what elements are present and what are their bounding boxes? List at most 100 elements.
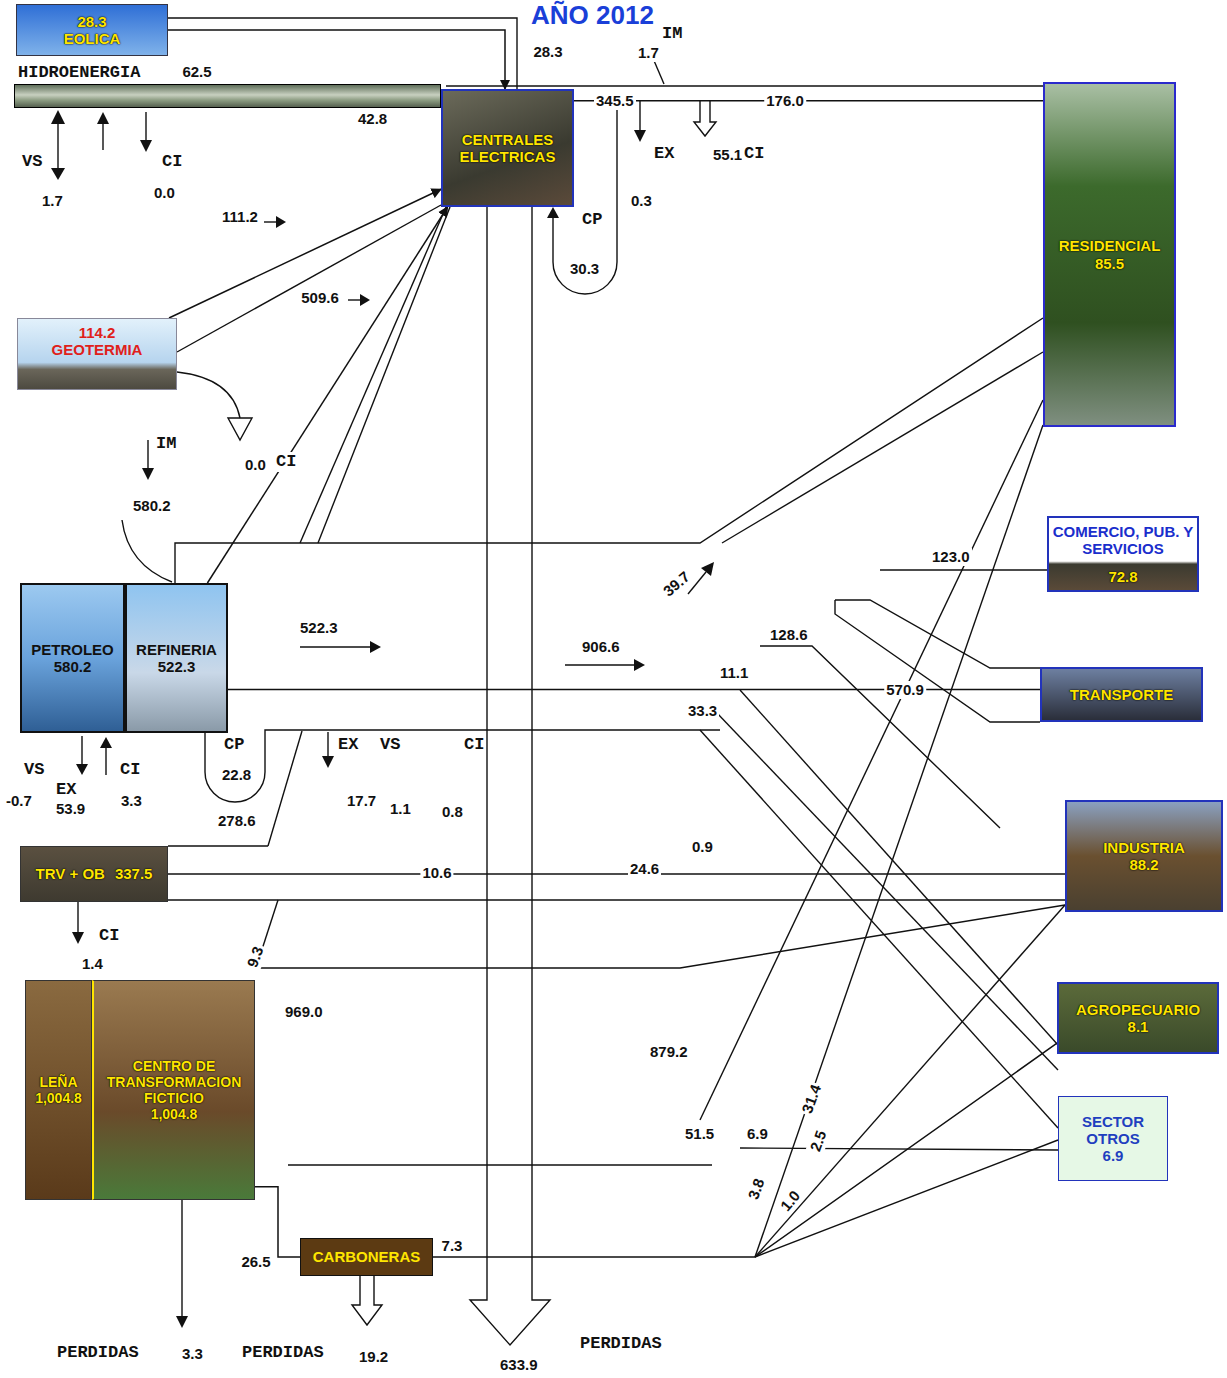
flow-line <box>145 112 146 142</box>
node-text: 522.3 <box>130 658 223 675</box>
flow-code: CI <box>462 735 486 755</box>
flow-connector <box>433 1043 1057 1257</box>
callout-number: 6.9 <box>745 1125 770 1143</box>
flow-line <box>81 736 82 766</box>
callout-number: 906.6 <box>580 638 622 656</box>
callout-number: 522.3 <box>298 619 340 637</box>
callout-number: 31.4 <box>797 1080 825 1117</box>
flow-line <box>446 85 1043 86</box>
callout-number: 33.3 <box>686 702 719 720</box>
flow-connector <box>574 100 1043 102</box>
node-text: CENTRALES ELECTRICAS <box>446 131 569 166</box>
node-text: 72.8 <box>1052 568 1194 585</box>
callout-number: 55.1 <box>711 146 744 164</box>
flow-line <box>181 1200 182 1318</box>
flow-line <box>327 732 328 758</box>
flow-line <box>102 122 103 150</box>
flow-value: 111.2 <box>220 208 260 226</box>
flow-connector <box>207 207 447 583</box>
flow-line <box>470 207 550 1345</box>
flow-line <box>352 1276 382 1325</box>
callout-number: 1.7 <box>40 192 65 210</box>
node-text: HIDROENERGIA <box>18 63 140 83</box>
arrow-head <box>76 764 88 775</box>
sector-box: INDUSTRIA88.2 <box>1065 800 1223 912</box>
flow-line <box>565 664 636 665</box>
callout-number: 0.0 <box>243 456 268 474</box>
flow-code: CI <box>742 144 766 164</box>
flow-line <box>716 712 1058 1070</box>
callout-number: 24.6 <box>628 860 661 878</box>
flow-code: IM <box>154 434 178 454</box>
source-band: HIDROENERGIA 62.5 <box>14 62 441 110</box>
node-text: AGROPECUARIO <box>1062 1001 1214 1018</box>
flow-code: PERDIDAS <box>240 1343 326 1363</box>
flow-line <box>264 221 278 222</box>
arrow-head <box>276 216 286 228</box>
flow-line <box>755 1140 1058 1257</box>
flow-value: 509.6 <box>299 289 341 307</box>
flow-code: CI <box>118 760 142 780</box>
node-text: 88.2 <box>1070 856 1218 873</box>
node-text: 114.2 <box>21 324 173 341</box>
arrow-head <box>72 932 84 944</box>
flow-code: EX <box>652 144 676 164</box>
callout-number: 0.0 <box>152 184 177 202</box>
arrow-head <box>701 562 714 576</box>
flow-code: CI <box>160 152 184 172</box>
node-text: CARBONERAS <box>304 1248 429 1265</box>
flow-line <box>760 646 1000 828</box>
arrow-heads <box>51 110 714 1328</box>
node-text: RESIDENCIAL <box>1048 237 1171 254</box>
arrow-head <box>51 110 65 124</box>
flow-line <box>740 1148 1058 1150</box>
flow-code: CI <box>97 926 121 946</box>
flow-line <box>755 425 1043 1257</box>
flow-line <box>318 207 450 543</box>
flow-line <box>105 746 106 775</box>
flow-connector <box>169 189 441 318</box>
callout-number: 0.9 <box>690 838 715 856</box>
sector-box: TRANSPORTE <box>1040 667 1203 722</box>
callout-number: 11.1 <box>718 664 750 682</box>
source-box: 28.3EOLICA <box>16 4 168 56</box>
callout-number: 1.0 <box>776 1186 806 1217</box>
source-box: TRV + OB337.5 <box>20 846 168 902</box>
flow-code: EX <box>54 780 78 800</box>
arrow-head <box>142 468 154 480</box>
source-box: PETROLEO580.2 <box>20 583 125 733</box>
flow-line <box>639 101 640 132</box>
flow-value: 10.6 <box>420 864 453 882</box>
arrow-head <box>322 756 334 768</box>
flow-line <box>77 902 78 934</box>
node-text: 62.5 <box>182 62 211 82</box>
sector-box: RESIDENCIAL85.5 <box>1043 82 1176 427</box>
flow-line <box>722 352 1043 543</box>
flow-line <box>168 845 268 846</box>
callout-number: 633.9 <box>498 1356 540 1374</box>
callout-number: 1.7 <box>636 44 661 62</box>
callout-number: 123.0 <box>930 548 972 566</box>
flow-line <box>168 18 517 89</box>
callout-number: -0.7 <box>4 792 34 810</box>
flow-code: CP <box>580 210 604 230</box>
node-text: EOLICA <box>20 30 164 47</box>
callout-number: 879.2 <box>648 1043 690 1061</box>
callout-number: 1.4 <box>80 955 105 973</box>
plant-box: CENTRALES ELECTRICAS <box>441 89 574 207</box>
node-text: 337.5 <box>115 865 153 882</box>
callout-number: 3.3 <box>119 792 144 810</box>
callout-number: 39.7 <box>658 566 695 601</box>
source-box: LEÑA1,004.8 <box>25 980 92 1200</box>
flow-line <box>835 600 1040 668</box>
callout-number: 345.5 <box>594 92 636 110</box>
node-text: 6.9 <box>1062 1147 1164 1164</box>
flow-code: IM <box>660 24 684 44</box>
flow-line <box>228 418 252 440</box>
flow-code: VS <box>378 735 402 755</box>
flow-code: PERDIDAS <box>55 1343 141 1363</box>
flow-line <box>700 400 1043 1120</box>
flow-code: CP <box>222 735 246 755</box>
flow-code: VS <box>20 152 44 172</box>
